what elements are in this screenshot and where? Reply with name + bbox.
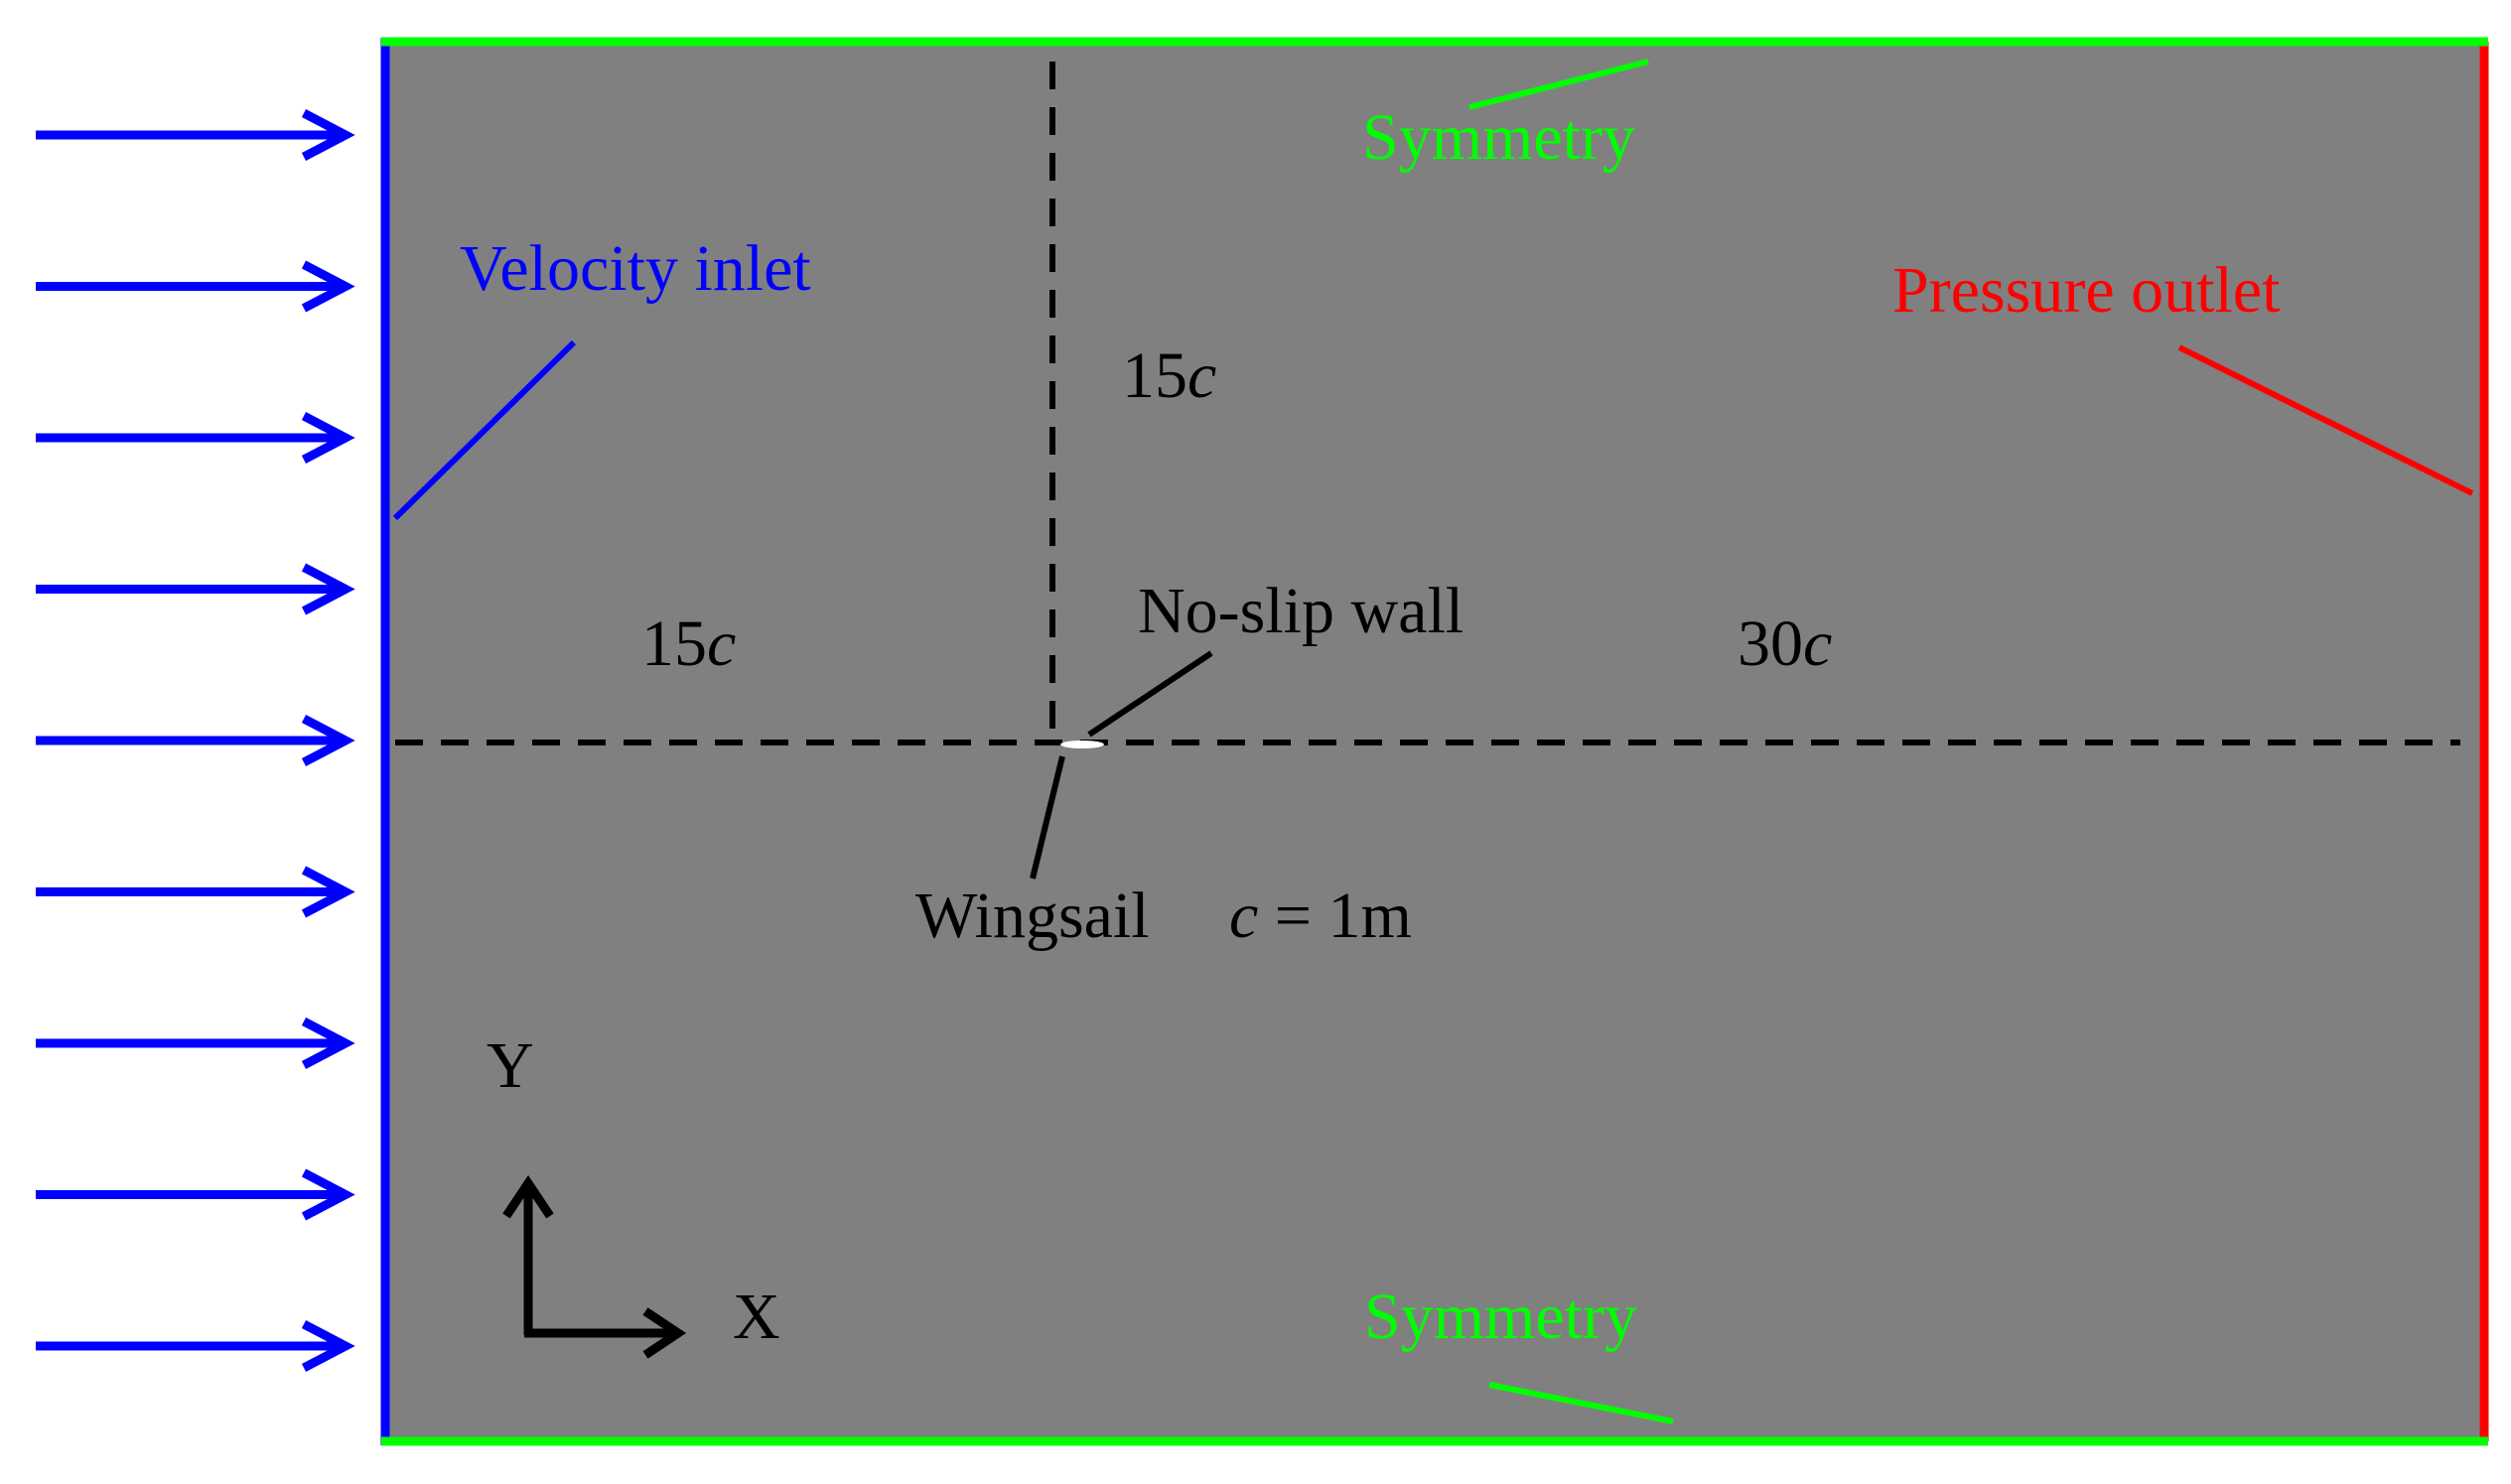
pressure-outlet-leader — [2177, 344, 2474, 496]
inflow-arrow-head — [301, 866, 355, 918]
dimension-downstream-value: 30 — [1738, 607, 1803, 680]
velocity-inlet-label: Velocity inlet — [460, 232, 811, 305]
dimension-vertical-value: 15 — [1122, 339, 1187, 412]
inflow-arrow-head — [301, 1320, 355, 1372]
y-axis-arrowhead — [502, 1174, 554, 1219]
inflow-arrow-head — [301, 563, 355, 615]
wingsail-leader — [1030, 755, 1065, 879]
dimension-vertical: 15c — [1122, 339, 1216, 412]
chord-definition: c = 1m — [1229, 879, 1412, 952]
dimension-vertical-unit: c — [1187, 339, 1216, 412]
inflow-arrows — [36, 109, 355, 1372]
chord-symbol: c — [1229, 879, 1258, 952]
inflow-arrow — [36, 715, 355, 766]
inflow-arrow — [36, 1017, 355, 1069]
axis-triad — [502, 1174, 687, 1359]
no-slip-wall-label: No-slip wall — [1138, 575, 1464, 647]
velocity-inlet-leader — [392, 339, 577, 521]
symmetry-top-leader — [1468, 59, 1649, 110]
inflow-arrow — [36, 1168, 355, 1221]
inflow-arrow-head — [301, 412, 355, 464]
inflow-arrow — [36, 412, 355, 464]
dimension-upstream-unit: c — [707, 607, 736, 680]
symmetry-bottom-label: Symmetry — [1364, 1281, 1637, 1353]
axis-x-label: X — [733, 1281, 780, 1353]
symmetry-top-label: Symmetry — [1362, 101, 1635, 174]
inflow-arrow-head — [301, 715, 355, 766]
inflow-arrow-head — [301, 1017, 355, 1069]
dimension-downstream-unit: c — [1803, 607, 1832, 680]
inflow-arrow-head — [301, 260, 355, 313]
symmetry-bottom-leader — [1488, 1382, 1674, 1424]
axis-y-label: Y — [487, 1029, 534, 1102]
no-slip-wall-leader — [1087, 650, 1213, 738]
inflow-arrow — [36, 866, 355, 918]
x-axis-arrowhead — [642, 1307, 687, 1359]
wingsail-shape — [1060, 741, 1104, 748]
dimension-downstream: 30c — [1738, 607, 1832, 680]
dimension-upstream-value: 15 — [641, 607, 707, 680]
inflow-arrow — [36, 563, 355, 615]
inflow-arrow — [36, 109, 355, 161]
inflow-arrow — [36, 260, 355, 313]
pressure-outlet-label: Pressure outlet — [1892, 254, 2280, 327]
inflow-arrow-head — [301, 109, 355, 161]
dimension-upstream: 15c — [641, 607, 736, 680]
chord-value: = 1m — [1258, 879, 1412, 952]
inflow-arrow-head — [301, 1168, 355, 1221]
inflow-arrow — [36, 1320, 355, 1372]
wingsail-label: Wingsail — [915, 879, 1150, 952]
